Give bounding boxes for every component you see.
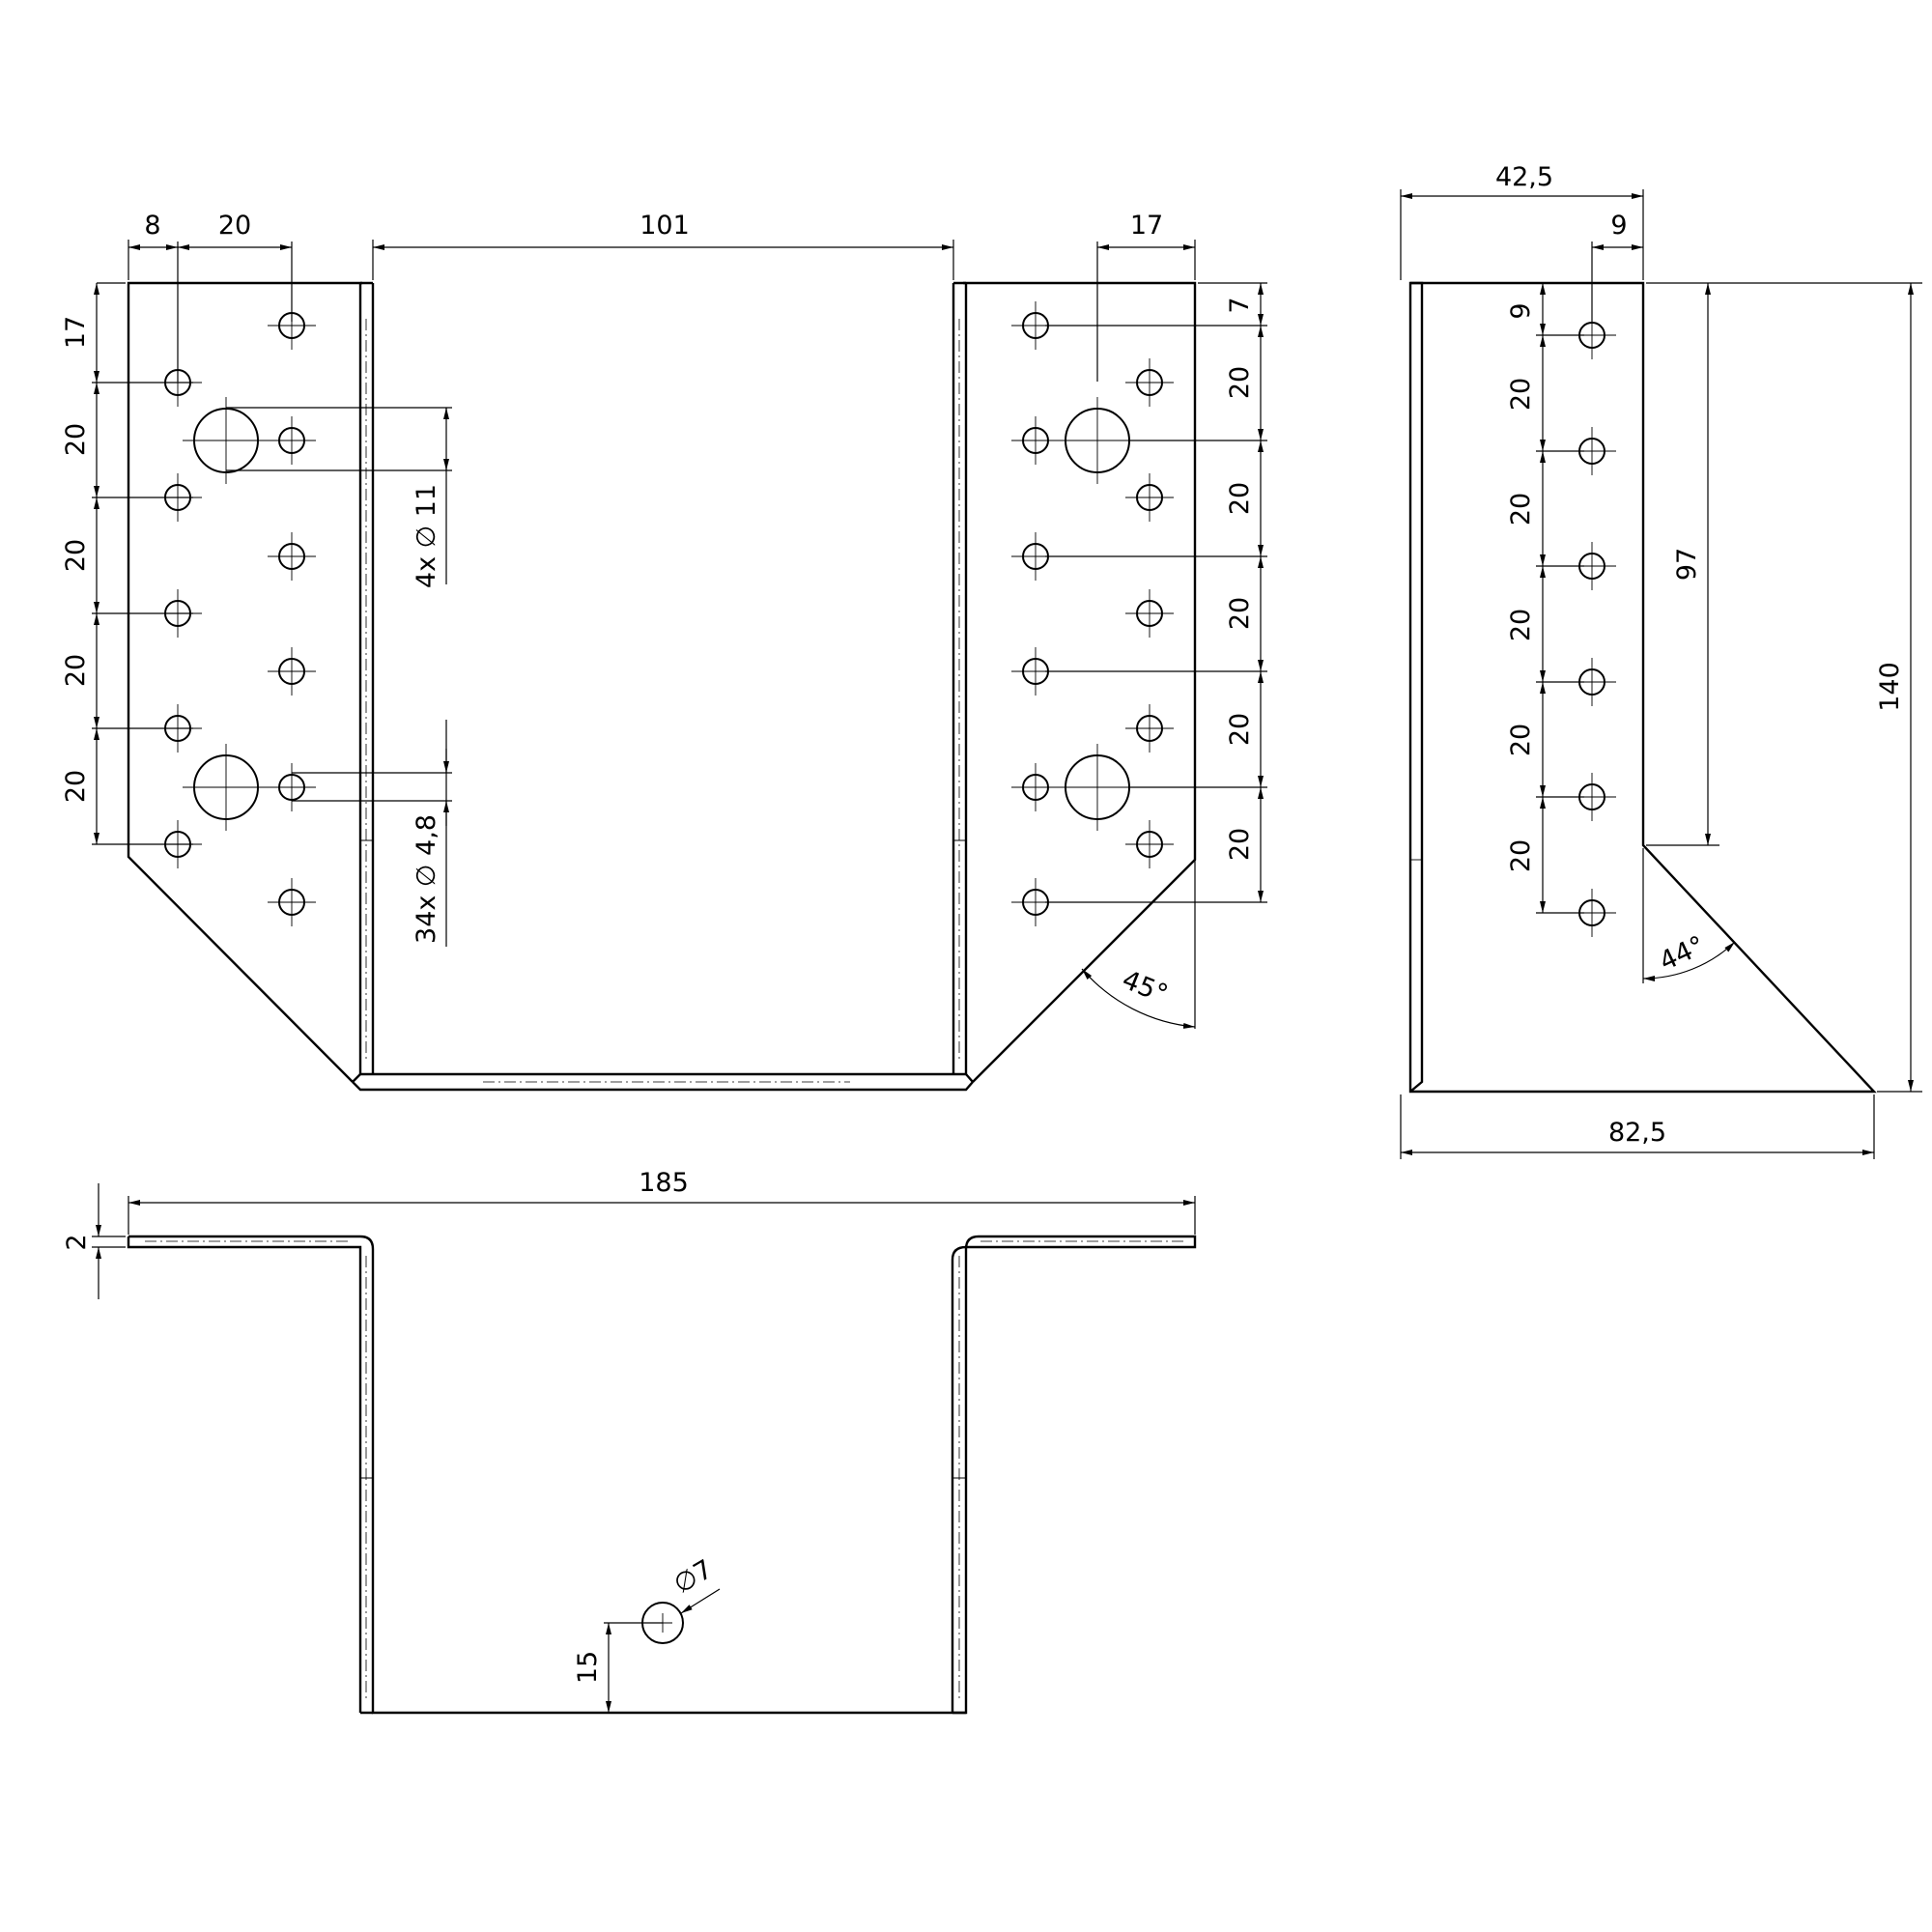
small-hole xyxy=(1125,473,1174,522)
large-hole xyxy=(183,744,270,831)
small-hole xyxy=(268,532,316,581)
dim-20-side-2-label: 20 xyxy=(1506,493,1536,526)
dim-20-left-4-label: 20 xyxy=(61,770,91,803)
dim-side-top: 42,5 9 xyxy=(1400,162,1644,324)
dim-20-left-1-label: 20 xyxy=(61,423,91,456)
dim-2-label: 2 xyxy=(62,1234,92,1250)
bottom-outer-outline xyxy=(128,1235,1197,1715)
front-view: 8 20 101 17 17 xyxy=(61,211,1267,1092)
dim-101-label: 101 xyxy=(639,211,690,241)
dim-17-top-label: 17 xyxy=(1130,211,1163,241)
front-body-outline xyxy=(358,283,968,1076)
small-hole xyxy=(1125,358,1174,407)
dim-20-left-2-label: 20 xyxy=(61,539,91,572)
dim-20-right-5-label: 20 xyxy=(1225,828,1255,861)
dim-42-5-label: 42,5 xyxy=(1495,162,1553,192)
small-hole xyxy=(1568,427,1616,475)
dim-20-right-3-label: 20 xyxy=(1225,597,1255,630)
dim-17-left-label: 17 xyxy=(61,316,91,349)
callout-small-holes: 34x ∅ 4,8 xyxy=(292,720,452,947)
dim-left-chain: 17 20 20 20 20 xyxy=(61,282,193,845)
small-hole xyxy=(1125,704,1174,753)
large-hole xyxy=(1054,744,1141,831)
callout-big-holes-label: 4x ∅ 11 xyxy=(412,484,441,588)
small-hole xyxy=(1011,763,1060,811)
dim-82-5: 82,5 xyxy=(1400,1094,1875,1159)
small-hole xyxy=(268,416,316,465)
front-right-wing-outline xyxy=(963,281,1197,1083)
dim-17-top-right: 17 xyxy=(1096,211,1196,382)
dim-97-label: 97 xyxy=(1672,548,1702,581)
bottom-inner-outline xyxy=(127,1236,967,1713)
front-bottom-flange xyxy=(352,1073,974,1092)
side-view: 42,5 9 9 20 20 20 20 20 9 xyxy=(1400,162,1922,1159)
large-hole xyxy=(1054,397,1141,484)
small-hole xyxy=(1011,416,1060,465)
dim-20-left-3-label: 20 xyxy=(61,654,91,687)
small-hole xyxy=(1568,773,1616,821)
dim-185-label: 185 xyxy=(639,1168,689,1198)
dim-185: 185 xyxy=(128,1168,1196,1235)
dim-20-side-1-label: 20 xyxy=(1506,378,1536,411)
dim-140: 140 xyxy=(1719,282,1922,1093)
small-hole xyxy=(1568,542,1616,590)
small-hole xyxy=(1568,658,1616,706)
dim-20-right-4-label: 20 xyxy=(1225,713,1255,746)
dim-20-right-2-label: 20 xyxy=(1225,482,1255,515)
front-big-holes xyxy=(183,397,1141,831)
front-left-wing-outline xyxy=(127,281,362,1083)
dim-9-side-label: 9 xyxy=(1506,302,1536,319)
dim-15: 15 xyxy=(573,1623,611,1713)
angle-45-label: 45° xyxy=(1118,965,1172,1010)
bottom-view: ∅7 15 185 2 xyxy=(62,1168,1197,1715)
hole-7-label: ∅7 xyxy=(668,1554,718,1600)
dim-15-label: 15 xyxy=(573,1651,603,1684)
dim-20-side-4-label: 20 xyxy=(1506,724,1536,756)
dim-9-top-label: 9 xyxy=(1610,211,1627,241)
dim-top-left: 8 20 xyxy=(128,211,293,382)
dim-20-label: 20 xyxy=(218,211,251,241)
dim-7-right-label: 7 xyxy=(1225,297,1255,313)
dim-82-5-label: 82,5 xyxy=(1608,1118,1666,1148)
small-hole xyxy=(1125,820,1174,868)
dim-20-side-5-label: 20 xyxy=(1506,839,1536,872)
large-hole xyxy=(183,397,270,484)
callout-big-holes: 4x ∅ 11 xyxy=(226,407,452,588)
dim-8-label: 8 xyxy=(144,211,160,241)
dim-101: 101 xyxy=(372,211,954,280)
side-holes xyxy=(1568,311,1616,937)
bottom-hole: ∅7 xyxy=(604,1554,721,1644)
angle-44-label: 44° xyxy=(1655,930,1709,977)
front-right-holes xyxy=(1011,301,1174,926)
dim-right-chain: 7 20 20 20 20 20 xyxy=(1045,282,1267,903)
dim-97: 97 xyxy=(1646,282,1719,846)
callout-small-holes-label: 34x ∅ 4,8 xyxy=(412,814,441,944)
dim-angle-45: 45° xyxy=(1081,860,1196,1029)
small-hole xyxy=(268,763,316,811)
small-hole xyxy=(268,647,316,696)
front-body-inner xyxy=(371,283,955,1074)
dim-angle-44: 44° xyxy=(1642,848,1736,983)
small-hole xyxy=(1011,301,1060,350)
dim-2: 2 xyxy=(62,1183,126,1299)
small-hole xyxy=(268,878,316,926)
small-hole xyxy=(1125,589,1174,638)
dim-20-right-1-label: 20 xyxy=(1225,366,1255,399)
dim-140-label: 140 xyxy=(1875,662,1905,712)
dim-side-chain: 9 20 20 20 20 20 xyxy=(1506,283,1584,914)
side-outline xyxy=(1408,281,1877,1094)
dim-20-side-3-label: 20 xyxy=(1506,609,1536,641)
